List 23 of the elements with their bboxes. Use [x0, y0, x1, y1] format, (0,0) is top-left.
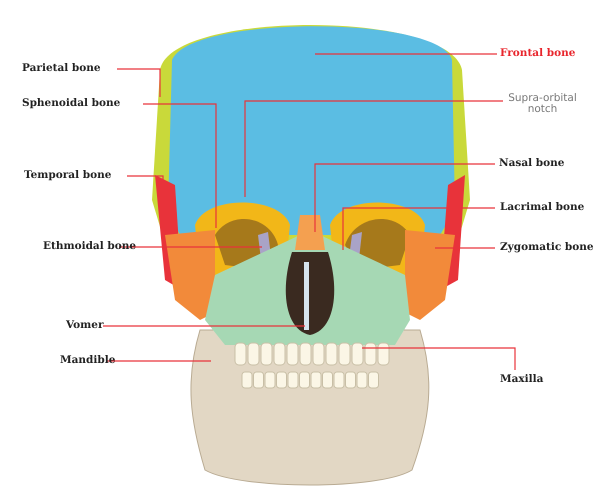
bone-label: Temporal bone — [24, 170, 112, 181]
leader-line — [342, 207, 495, 250]
leader-line — [107, 360, 211, 362]
leader-line — [315, 53, 497, 55]
bone-label: Maxilla — [500, 374, 544, 385]
leader-line — [362, 347, 516, 370]
leader-line — [244, 100, 503, 197]
bone-label: Mandible — [60, 355, 116, 366]
bone-label: Parietal bone — [22, 63, 101, 74]
leader-line — [435, 247, 495, 249]
bone-label: Lacrimal bone — [500, 202, 584, 213]
bone-label: Nasal bone — [499, 158, 564, 169]
bone-label: Frontal bone — [500, 48, 576, 59]
leader-line — [119, 246, 262, 248]
leader-line — [103, 325, 305, 327]
bone-label: Ethmoidal bone — [43, 241, 136, 252]
bone-label: Vomer — [66, 320, 104, 331]
bone-label: Supra-orbital notch — [505, 93, 580, 115]
bone-label: Zygomatic bone — [500, 242, 594, 253]
leader-line — [143, 103, 217, 228]
bone-label: Sphenoidal bone — [22, 98, 120, 109]
leader-line — [314, 163, 495, 232]
leader-line — [117, 68, 161, 97]
